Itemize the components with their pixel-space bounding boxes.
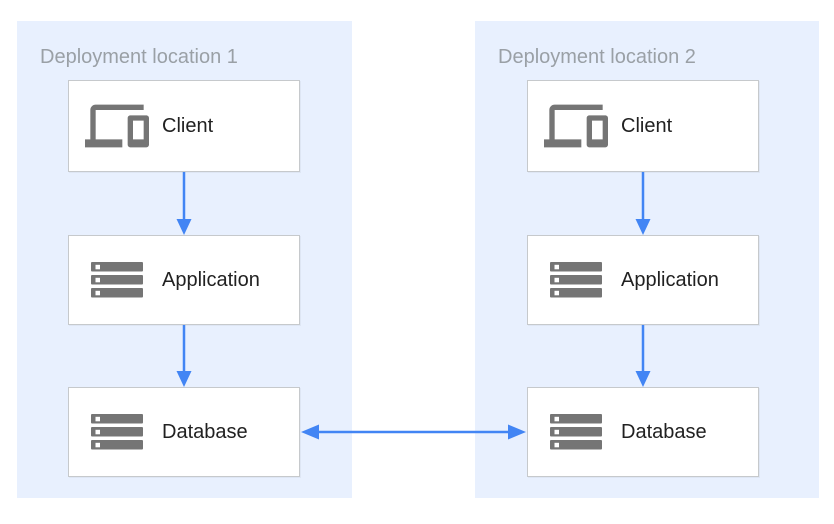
node-client-1: Client: [68, 80, 300, 172]
node-label: Application: [162, 268, 260, 291]
node-label: Client: [162, 114, 214, 137]
node-application-1: Application: [68, 235, 300, 325]
node-database-1: Database: [68, 387, 300, 477]
deployment-location-2-panel: Deployment location 2 Client A: [475, 21, 819, 498]
server-stack-icon: [543, 414, 609, 450]
node-label: Application: [621, 268, 719, 291]
node-application-2: Application: [527, 235, 759, 325]
devices-icon: [543, 94, 609, 158]
node-client-2: Client: [527, 80, 759, 172]
node-label: Client: [621, 114, 673, 137]
devices-icon: [84, 94, 150, 158]
server-stack-icon: [84, 414, 150, 450]
node-label: Database: [621, 420, 707, 443]
server-stack-icon: [84, 262, 150, 298]
deployment-location-1-panel: Deployment location 1 Client A: [17, 21, 352, 498]
panel-title: Deployment location 1: [40, 46, 238, 68]
panel-title: Deployment location 2: [498, 46, 696, 68]
node-database-2: Database: [527, 387, 759, 477]
node-label: Database: [162, 420, 248, 443]
server-stack-icon: [543, 262, 609, 298]
